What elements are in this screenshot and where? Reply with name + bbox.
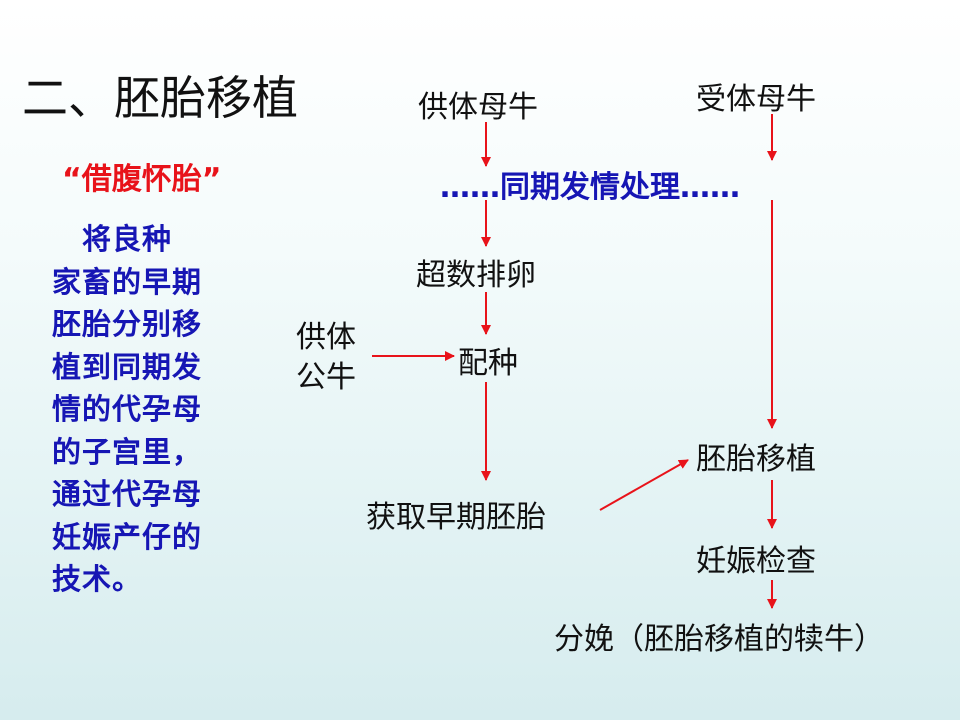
slide-title: 二、胚胎移植 <box>22 71 298 125</box>
node-sync-estrus: ……同期发情处理…… <box>440 170 740 205</box>
description-line: 的子宫里， <box>52 434 203 469</box>
description-text: 将良种 家畜的早期 胚胎分别移 植到同期发 情的代孕母 的子宫里， 通过代孕母 … <box>52 218 252 601</box>
description-line: 将良种 <box>52 222 173 256</box>
description-line: 通过代孕母 <box>52 477 203 511</box>
node-pregnancy-check: 妊娠检查 <box>696 544 816 579</box>
node-donor-cow: 供体母牛 <box>418 90 538 125</box>
description-line: 胚胎分别移 <box>52 307 203 341</box>
node-embryo-transfer: 胚胎移植 <box>696 442 816 477</box>
arrow-collect-to-transfer <box>599 459 689 511</box>
node-recipient-cow: 受体母牛 <box>696 82 816 117</box>
node-collect-embryo: 获取早期胚胎 <box>366 500 546 535</box>
donor-bull-line: 公牛 <box>296 360 356 395</box>
description-line: 植到同期发 <box>52 349 203 384</box>
node-donor-bull: 供体 公牛 <box>296 318 356 398</box>
description-line: 技术。 <box>52 562 143 596</box>
donor-bull-line: 供体 <box>296 320 356 355</box>
description-line: 情的代孕母 <box>52 392 203 426</box>
description-line: 家畜的早期 <box>52 264 203 299</box>
node-superovulation: 超数排卵 <box>416 258 536 293</box>
node-birth: 分娩（胚胎移植的犊牛） <box>554 622 884 657</box>
quote-text: “借腹怀胎” <box>62 162 222 197</box>
node-mating: 配种 <box>458 346 518 381</box>
description-line: 妊娠产仔的 <box>52 519 203 554</box>
